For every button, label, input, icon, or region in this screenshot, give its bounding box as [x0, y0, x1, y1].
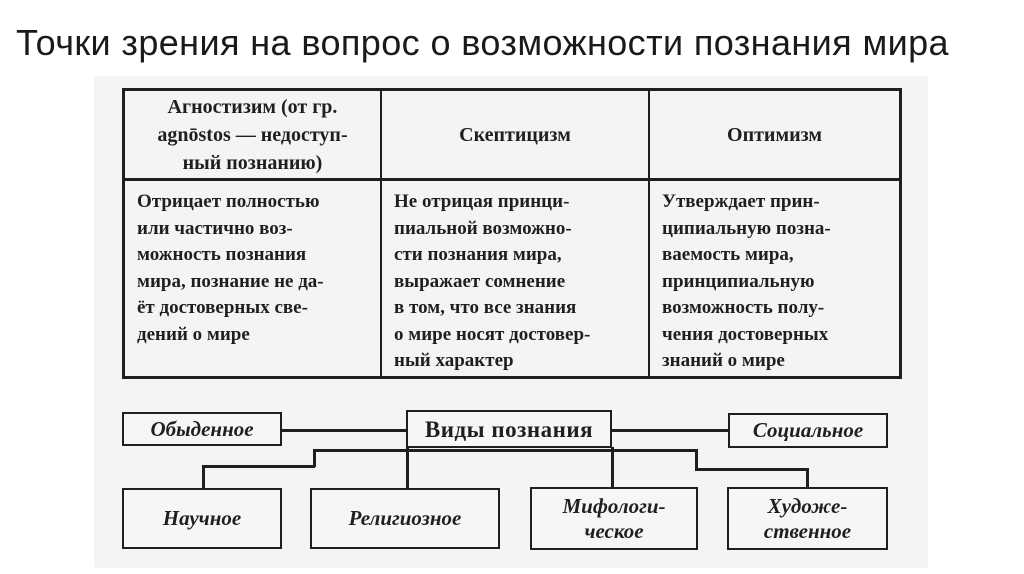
connector-left-step-horizontal	[202, 465, 315, 468]
table-cell-agnosticism: Отрицает полностью или частично воз- мож…	[125, 181, 382, 376]
connector-to-mythological	[611, 447, 614, 488]
scan-background	[94, 76, 928, 568]
node-types-of-cognition: Виды познания	[406, 410, 612, 448]
connector-ordinary-center	[282, 429, 406, 432]
page-title: Точки зрения на вопрос о возможности поз…	[16, 22, 949, 63]
table-cell-optimism: Утверждает прин- ципиальную позна- ваемо…	[662, 191, 831, 371]
connector-bus-horizontal	[313, 449, 698, 452]
positions-table: Агностизим (от гр. agnōstos — недоступ- …	[122, 88, 902, 379]
node-religious-cognition: Религиозное	[310, 488, 500, 549]
node-scientific-cognition: Научное	[122, 488, 282, 549]
connector-left-step-vertical	[313, 449, 316, 467]
table-cell-skepticism: Не отрицая принци- пиальной возможно- ст…	[382, 181, 650, 376]
connector-to-religious	[406, 447, 409, 489]
table-header-optimism: Оптимизм	[650, 91, 899, 181]
node-social-cognition: Социальное	[728, 413, 888, 448]
table-header-agnosticism: Агностизим (от гр. agnōstos — недоступ- …	[125, 91, 382, 181]
connector-to-scientific	[202, 465, 205, 489]
table-header-skepticism: Скептицизм	[382, 91, 650, 181]
connector-right-step-vertical	[695, 449, 698, 470]
connector-right-step-horizontal	[695, 468, 808, 471]
node-mythological-cognition: Мифологи- ческое	[530, 487, 698, 550]
node-artistic-cognition: Художе- ственное	[727, 487, 888, 550]
connector-to-artistic	[806, 468, 809, 488]
connector-center-social	[612, 429, 728, 432]
node-ordinary-cognition: Обыденное	[122, 412, 282, 446]
